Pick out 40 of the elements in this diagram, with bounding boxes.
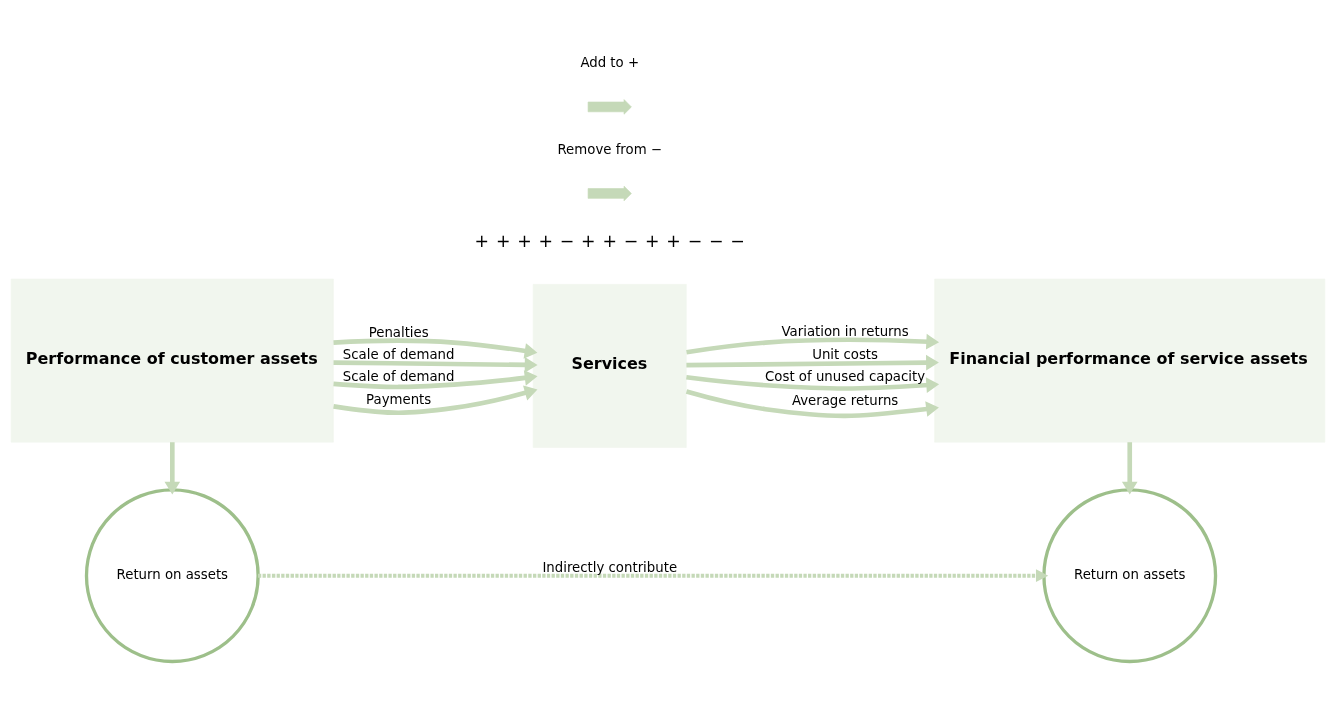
label: + bbox=[495, 231, 511, 252]
label: + bbox=[645, 231, 660, 252]
label: + bbox=[581, 231, 596, 252]
label: − bbox=[623, 231, 639, 252]
arrow bbox=[333, 370, 538, 390]
node-box: Financial performance of service assets bbox=[934, 278, 1326, 443]
label: − bbox=[687, 231, 703, 252]
edge-label: Penalties bbox=[368, 325, 429, 341]
arrow bbox=[258, 569, 1049, 583]
arrow bbox=[686, 354, 939, 371]
label: + bbox=[666, 231, 681, 252]
edge-label: Scale of demand bbox=[342, 347, 455, 363]
edge-label: Payments bbox=[366, 391, 432, 407]
edge-label: Variation in returns bbox=[781, 323, 909, 339]
arrow bbox=[164, 442, 181, 495]
node-circle: Return on assets bbox=[84, 488, 260, 664]
edge-label: Cost of unused capacity bbox=[765, 369, 926, 385]
label: − bbox=[559, 231, 575, 252]
edge-label: Scale of demand bbox=[342, 368, 455, 384]
label: − bbox=[730, 231, 745, 252]
label: + bbox=[517, 231, 532, 252]
arrow bbox=[685, 389, 939, 419]
label: + bbox=[474, 231, 490, 252]
node-box: Services bbox=[532, 284, 687, 448]
node-box: Performance of customer assets bbox=[10, 278, 334, 443]
edge-label: Indirectly contribute bbox=[542, 559, 678, 575]
label: + bbox=[602, 231, 617, 252]
label: + bbox=[538, 231, 553, 252]
arrow bbox=[686, 374, 940, 393]
node-circle: Return on assets bbox=[1042, 488, 1218, 664]
arrow bbox=[333, 338, 538, 359]
arrow bbox=[686, 333, 940, 355]
legend-label: Add to + bbox=[580, 54, 640, 70]
edge-label: Unit costs bbox=[812, 347, 879, 363]
arrow bbox=[333, 357, 538, 373]
arrow bbox=[333, 385, 538, 416]
legend-label: Remove from − bbox=[557, 141, 662, 157]
arrow bbox=[1121, 442, 1138, 495]
label: − bbox=[708, 231, 724, 252]
edge-label: Average returns bbox=[791, 393, 899, 409]
